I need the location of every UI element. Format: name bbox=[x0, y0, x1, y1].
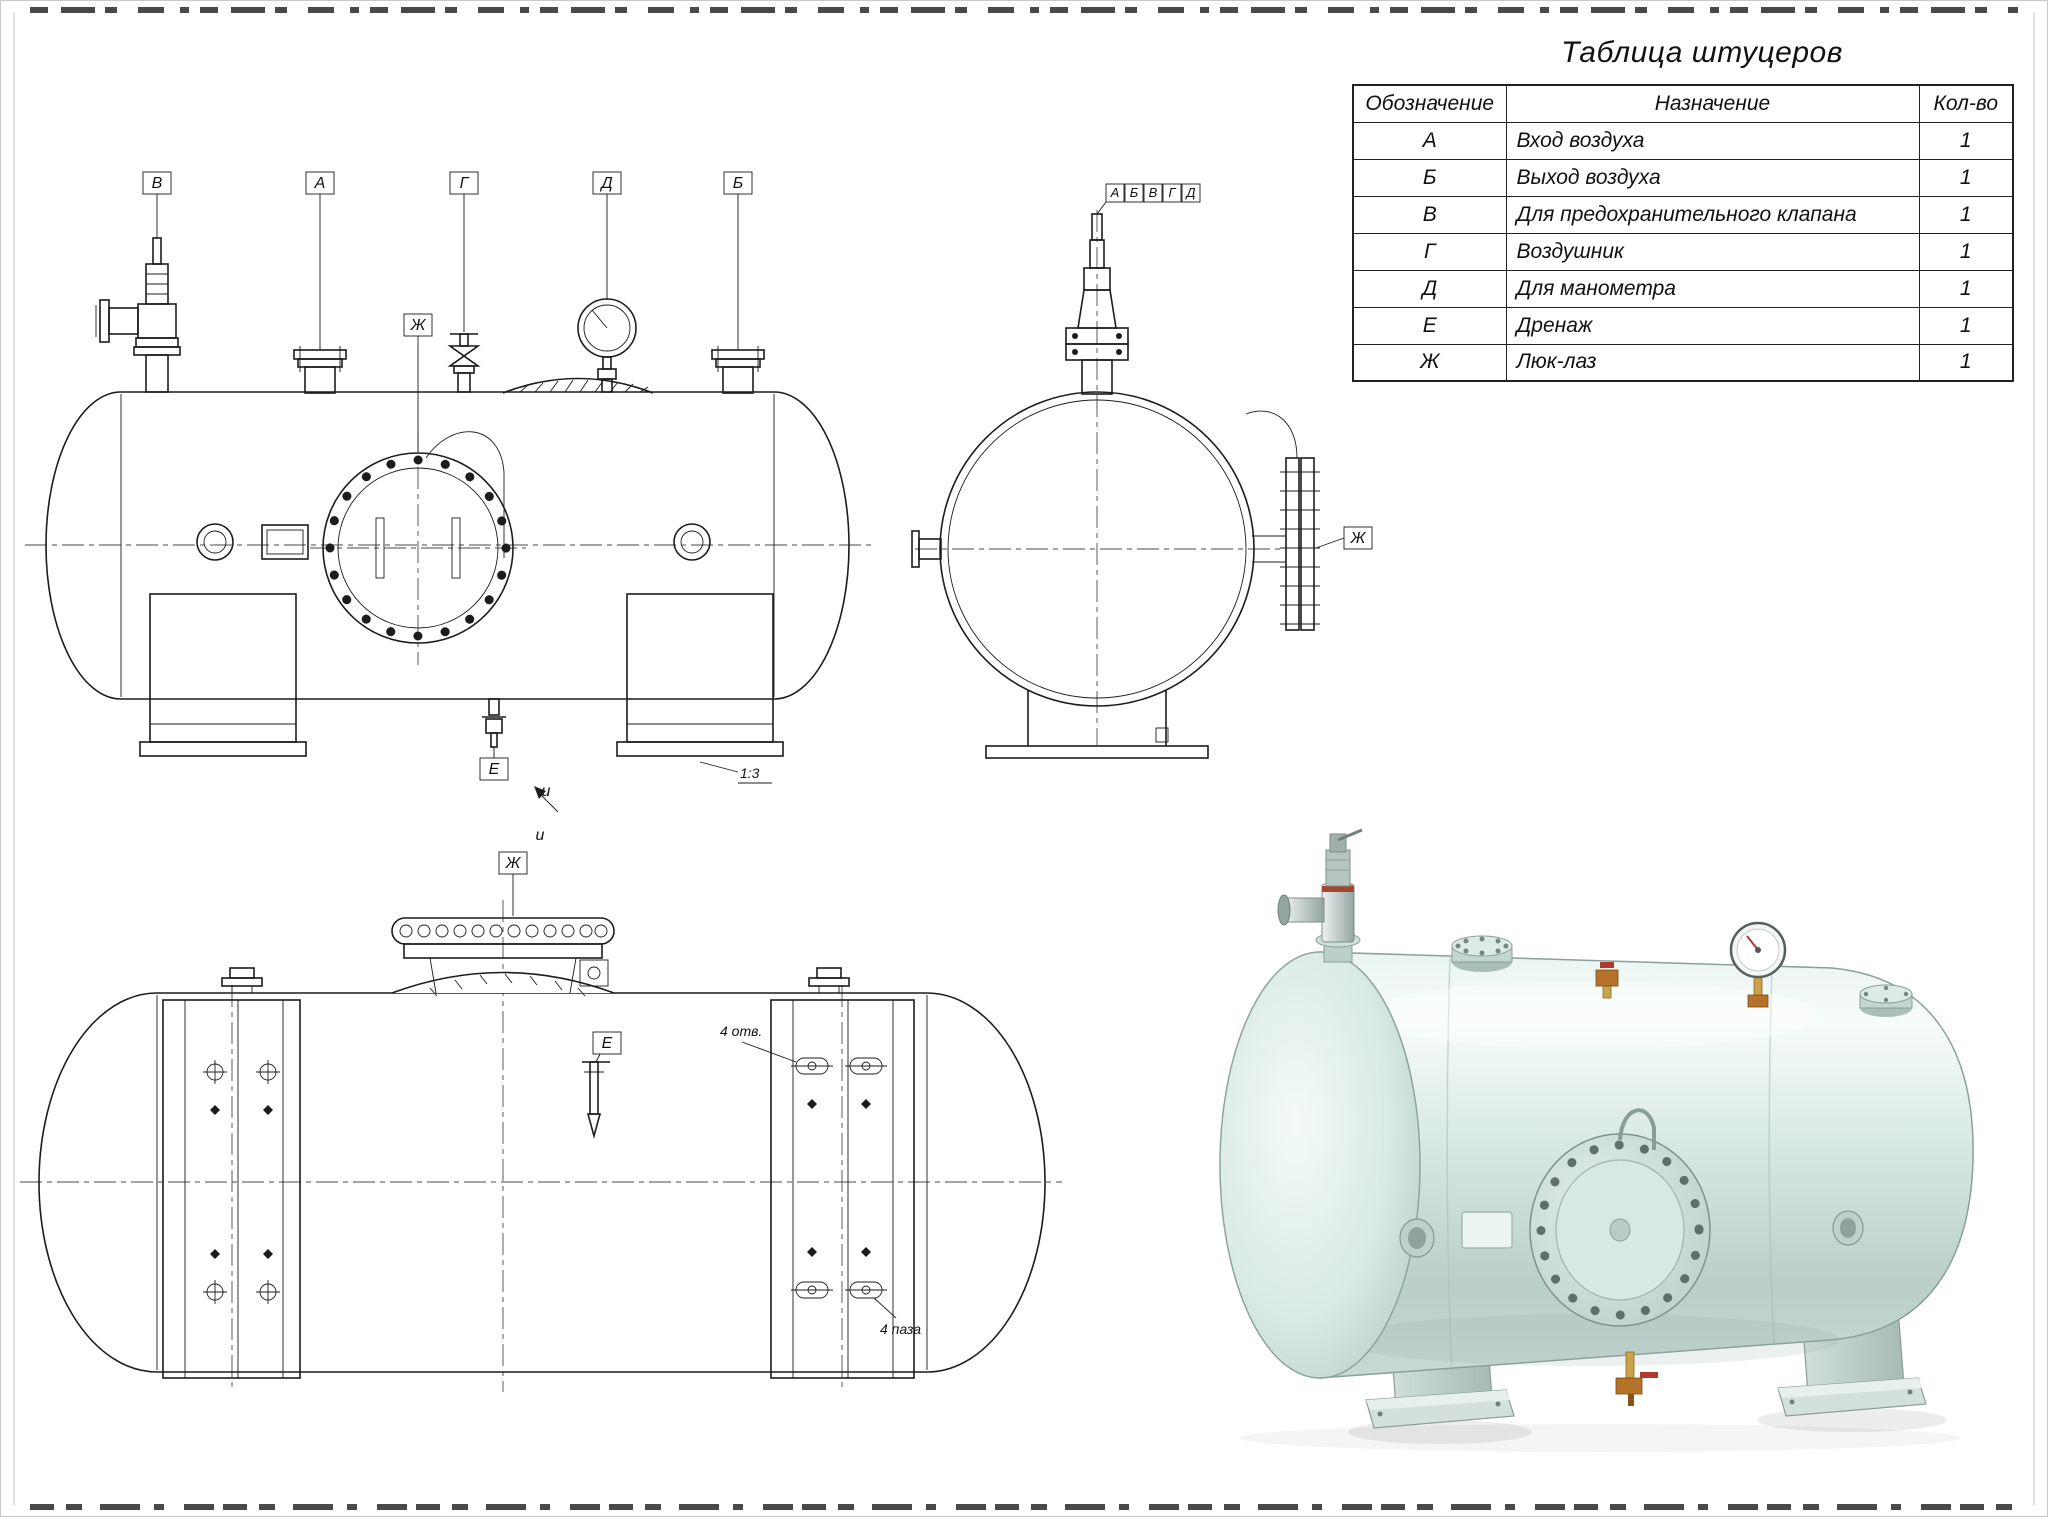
svg-text:1:3: 1:3 bbox=[740, 765, 760, 781]
note-holes: 4 отв. bbox=[720, 1023, 797, 1063]
reinforcing-pad bbox=[502, 377, 654, 394]
top-stub-right bbox=[808, 967, 850, 993]
top-view: и и bbox=[20, 783, 1062, 1392]
svg-text:Г: Г bbox=[1168, 185, 1176, 200]
shell-nozzle-left bbox=[196, 523, 234, 561]
view-direction-i: и и bbox=[534, 783, 559, 844]
side-label-row: А Б В Г Д bbox=[1105, 183, 1201, 203]
pressure-gauge bbox=[577, 194, 637, 393]
svg-text:4 отв.: 4 отв. bbox=[720, 1023, 762, 1039]
front-view: В А Г Д Б Ж Е 1:3 bbox=[25, 171, 872, 784]
render-pressure-gauge bbox=[1729, 921, 1787, 1008]
inlet-nozzle bbox=[293, 194, 347, 394]
top-drain-fitting: Е bbox=[582, 1031, 622, 1140]
front-label-g: Г bbox=[449, 171, 479, 195]
front-label-v: В bbox=[142, 171, 172, 195]
render-manhole-bolts bbox=[1536, 1140, 1704, 1320]
vent-valve bbox=[447, 194, 481, 393]
svg-text:Е: Е bbox=[489, 761, 500, 778]
nozzle-table: Таблица штуцеров Обозначение Назначение … bbox=[1352, 36, 2014, 382]
render-shell-nozzle-right bbox=[1832, 1210, 1864, 1246]
side-view: А Б В Г Д Ж bbox=[911, 183, 1373, 759]
svg-text:4 паза: 4 паза bbox=[880, 1321, 921, 1337]
front-label-e: Е bbox=[479, 757, 509, 781]
render-3d bbox=[1219, 828, 1974, 1452]
svg-text:Ж: Ж bbox=[505, 855, 522, 872]
front-label-d: Д bbox=[592, 171, 622, 195]
saddle-plate-right bbox=[770, 999, 915, 1379]
svg-text:Д: Д bbox=[599, 175, 612, 192]
side-left-stub bbox=[911, 530, 942, 568]
side-top-assembly bbox=[1065, 201, 1129, 395]
render-drain-valve bbox=[1615, 1351, 1658, 1406]
saddle-plate-left bbox=[162, 999, 301, 1379]
top-label-zh: Ж bbox=[498, 851, 528, 916]
side-support bbox=[985, 690, 1209, 759]
render-manhole bbox=[1529, 1108, 1711, 1327]
render-support-right bbox=[1757, 1281, 1947, 1432]
manhole-bolt-ring bbox=[325, 455, 511, 641]
svg-text:Б: Б bbox=[1130, 185, 1139, 200]
davit-box bbox=[579, 959, 609, 987]
render-vent-valve bbox=[1595, 962, 1619, 999]
render-inlet-flange bbox=[1451, 935, 1513, 972]
outlet-nozzle bbox=[711, 194, 765, 394]
nameplate bbox=[261, 524, 309, 560]
render-end-cap bbox=[1219, 951, 1421, 1379]
render-outlet-flange bbox=[1859, 984, 1913, 1017]
svg-text:Е: Е bbox=[602, 1035, 613, 1052]
nozzle-table-title: Таблица штуцеров bbox=[1561, 36, 1843, 69]
front-label-b: Б bbox=[723, 171, 753, 195]
saddle-support-left bbox=[139, 593, 307, 757]
svg-text:Д: Д bbox=[1184, 185, 1195, 200]
render-nameplate bbox=[1461, 1211, 1513, 1249]
render-shell-nozzle-left bbox=[1399, 1218, 1435, 1258]
render-safety-valve bbox=[1277, 828, 1363, 963]
vessel-plan bbox=[38, 992, 1046, 1373]
svg-text:В: В bbox=[152, 175, 163, 192]
manhole-flange-top bbox=[391, 917, 615, 994]
svg-text:В: В bbox=[1149, 185, 1158, 200]
shell-nozzle-right bbox=[673, 523, 711, 561]
davit-arm bbox=[425, 431, 505, 558]
saddle-support-right bbox=[616, 593, 784, 757]
svg-text:Г: Г bbox=[460, 175, 470, 192]
drain-fitting bbox=[482, 698, 506, 758]
top-stub-left bbox=[221, 967, 263, 993]
safety-valve bbox=[95, 194, 181, 393]
col-header-qty: Кол-во bbox=[1918, 84, 2014, 123]
col-header-designation: Обозначение bbox=[1352, 84, 1507, 123]
svg-text:Ж: Ж bbox=[1350, 530, 1367, 547]
flange-bolts bbox=[399, 924, 608, 938]
svg-text:А: А bbox=[314, 175, 326, 192]
svg-text:А: А bbox=[1110, 185, 1120, 200]
front-label-zh: Ж bbox=[403, 313, 433, 452]
scale-note: 1:3 bbox=[699, 761, 772, 784]
side-manhole bbox=[1245, 410, 1320, 631]
svg-text:Ж: Ж bbox=[410, 317, 427, 334]
svg-text:и: и bbox=[542, 783, 551, 800]
side-label-zh: Ж bbox=[1315, 526, 1373, 550]
vessel-end bbox=[939, 391, 1255, 707]
render-davit bbox=[1618, 1108, 1656, 1150]
note-slots: 4 паза bbox=[873, 1297, 921, 1337]
svg-text:Б: Б bbox=[733, 175, 743, 192]
vessel-shell bbox=[45, 391, 850, 700]
manhole bbox=[322, 431, 514, 644]
front-label-a: А bbox=[305, 171, 335, 195]
svg-text:и: и bbox=[536, 827, 545, 844]
